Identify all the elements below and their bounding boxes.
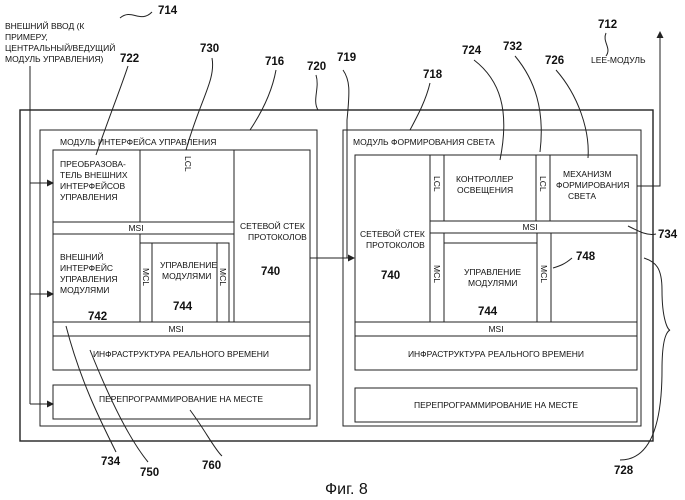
mechanism-label: МЕХАНИЗМ ФОРМИРОВАНИЯ СВЕТА [556,169,632,201]
left-msi-top-label: MSI [128,223,143,233]
ref-716: 716 [265,56,284,68]
ref-726-leader [556,70,588,158]
left-net-stack-number: 740 [261,266,280,278]
ref-718-leader [410,83,430,130]
figure-caption: Фиг. 8 [325,481,368,498]
left-module-mgmt-label: УПРАВЛЕНИЕ МОДУЛЯМИ [160,260,219,281]
left-net-stack-label: СЕТЕВОЙ СТЕК ПРОТОКОЛОВ [240,220,307,242]
ref-750: 750 [140,467,159,479]
external-input-label: ВНЕШНИЙ ВВОД (К ПРИМЕРУ, ЦЕНТРАЛЬНЫЙ/ВЕД… [5,20,118,64]
right-net-stack-number: 740 [381,270,400,282]
ref-722: 722 [120,53,139,65]
ref-732: 732 [503,41,522,53]
control-interface-title: МОДУЛЬ ИНТЕРФЕЙСА УПРАВЛЕНИЯ [60,136,216,147]
left-rt-infra-label: ИНФРАСТРУКТУРА РЕАЛЬНОГО ВРЕМЕНИ [93,349,269,359]
ext-iface-label: ВНЕШНИЙ ИНТЕРФЕЙС УПРАВЛЕНИЯ МОДУЛЯМИ [60,251,120,295]
ref-748: 748 [576,251,596,263]
right-module-mgmt-number: 744 [478,306,498,318]
ext-iface-number: 742 [88,311,107,323]
ref-716-leader [250,70,276,130]
right-rt-infra-label: ИНФРАСТРУКТУРА РЕАЛЬНОГО ВРЕМЕНИ [408,349,584,359]
ref-719: 719 [337,52,356,64]
ref-726: 726 [545,55,564,67]
right-msi-top-label: MSI [522,222,537,232]
right-lcl-a-label: LCL [432,176,442,192]
brace-728 [620,258,670,460]
ref-714-leader [120,12,152,18]
converter-label: ПРЕОБРАЗОВА- ТЕЛЬ ВНЕШНИХ ИНТЕРФЕЙСОВ УП… [60,159,130,202]
ref-714: 714 [158,5,178,17]
right-reprog-label: ПЕРЕПРОГРАММИРОВАНИЕ НА МЕСТЕ [414,400,578,410]
right-module-mgmt-label: УПРАВЛЕНИЕ МОДУЛЯМИ [464,267,523,288]
ref-734-left-leader [66,326,116,452]
ref-732-leader [515,56,541,152]
connection-719-a [310,120,347,258]
light-forming-title: МОДУЛЬ ФОРМИРОВАНИЯ СВЕТА [353,137,495,147]
ref-712-leader [605,33,608,56]
lighting-controller-label: КОНТРОЛЛЕР ОСВЕЩЕНИЯ [456,174,516,195]
left-reprog-label: ПЕРЕПРОГРАММИРОВАНИЕ НА МЕСТЕ [99,394,263,404]
right-msi-bottom-label: MSI [488,324,503,334]
ref-734-right: 734 [658,229,678,241]
ref-760: 760 [202,460,221,472]
ref-712: 712 [598,19,617,31]
ref-748-leader [553,258,572,268]
ref-750-leader [90,350,148,462]
ref-734-left: 734 [101,456,121,468]
lee-module-label: LEE-МОДУЛЬ [591,55,646,65]
left-mcl-a-label: MCL [141,268,151,286]
left-msi-bottom-label: MSI [168,324,183,334]
ref-730: 730 [200,43,219,55]
ref-728: 728 [614,465,634,477]
right-mcl-a-label: MCL [432,265,442,283]
ref-720-leader [316,75,318,110]
right-net-stack-label: СЕТЕВОЙ СТЕК ПРОТОКОЛОВ [360,228,427,250]
ref-724: 724 [462,45,482,57]
right-mcl-b-label: MCL [539,265,549,283]
left-mcl-b-label: MCL [218,268,228,286]
left-module-mgmt-number: 744 [173,301,193,313]
right-lcl-b-label: LCL [538,176,548,192]
ref-760-leader [190,410,222,456]
ref-720: 720 [307,61,326,73]
ref-719-leader [343,70,349,120]
left-lcl-label: LCL [183,156,193,172]
ref-718: 718 [423,69,443,81]
